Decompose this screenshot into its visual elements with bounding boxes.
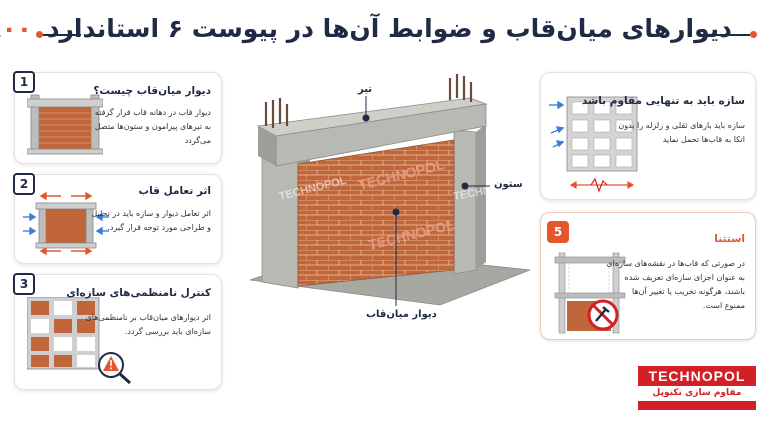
card-text: سازه باید بارهای ثقلی و زلزله را بدون ات… — [618, 121, 745, 144]
title-line-right — [710, 34, 750, 36]
title-number: ۲۸۰۰ — [0, 14, 32, 43]
title-bar: دیوارهای میان‌قاب و ضوابط آن‌ها در پیوست… — [0, 10, 768, 50]
infill-label: دیوار میان‌قاب — [366, 309, 437, 320]
card-1: 1 دیوار میان‌قاب چیست؟ دیوار قاب در دهان… — [13, 71, 222, 164]
title-dot-left — [36, 31, 43, 38]
card-text: دیوار قاب در دهانه قاب قرار گرفته به تیر… — [94, 108, 211, 145]
brand-logo: TECHNOPOL مقاوم سازی تکنوپل — [586, 366, 768, 422]
card-2: 2 اثر تعامل قاب اثر تعامل دیوار و سازه ب… — [13, 173, 222, 264]
card-number: 5 — [547, 221, 569, 243]
title-text: دیوارهای میان‌قاب و ضوابط آن‌ها در پیوست… — [46, 14, 732, 43]
logo-wordmark: TECHNOPOL — [638, 366, 756, 386]
exception-frame-icon — [554, 252, 626, 334]
logo-strip — [638, 401, 756, 410]
card-title: کنترل نامنظمی‌های سازه‌ای — [66, 287, 211, 299]
frame-interaction-icon — [23, 191, 109, 256]
column-label: ستون — [494, 179, 523, 190]
warning-magnifier-icon — [98, 352, 132, 385]
title-line-left — [43, 34, 81, 36]
page-title: دیوارهای میان‌قاب و ضوابط آن‌ها در پیوست… — [0, 14, 732, 43]
card-title: دیوار میان‌قاب چیست؟ — [93, 85, 211, 97]
card-title: اثر تعامل قاب — [138, 185, 211, 197]
infill-wall-illustration: TECHNOPOL TECHNOPOL TECHNOPOL TECHNOPOL — [249, 74, 531, 306]
card-title: استثنا — [714, 233, 745, 245]
title-dot-right — [750, 31, 757, 38]
card-4: سازه باید به تنهایی مقاوم باشد سازه باید… — [540, 72, 756, 200]
beam-label: تیر — [358, 84, 373, 95]
card-text: اثر تعامل دیوار و سازه باید در تحلیل و ط… — [91, 209, 211, 232]
card-5: 5 استثنا در صورتی که قاب‌ها در نقشه‌های … — [540, 212, 756, 340]
card-title: سازه باید به تنهایی مقاوم باشد — [581, 95, 745, 107]
card-text: اثر دیوارهای میان‌قاب بر نامنظمی‌های ساز… — [85, 313, 211, 336]
irregular-grid-icon — [27, 297, 100, 370]
infill-frame-icon — [27, 94, 103, 155]
logo-subtitle: مقاوم سازی تکنوپل — [652, 388, 742, 398]
card-number: 3 — [13, 273, 35, 295]
card-number: 1 — [13, 71, 35, 93]
card-number: 2 — [13, 173, 35, 195]
card-text: در صورتی که قاب‌ها در نقشه‌های سازه‌ای ب… — [606, 259, 745, 310]
card-3: 3 کنترل نامنظمی‌های سازه‌ای اثر دیوارهای… — [13, 273, 222, 390]
multistory-frame-icon — [549, 96, 638, 193]
